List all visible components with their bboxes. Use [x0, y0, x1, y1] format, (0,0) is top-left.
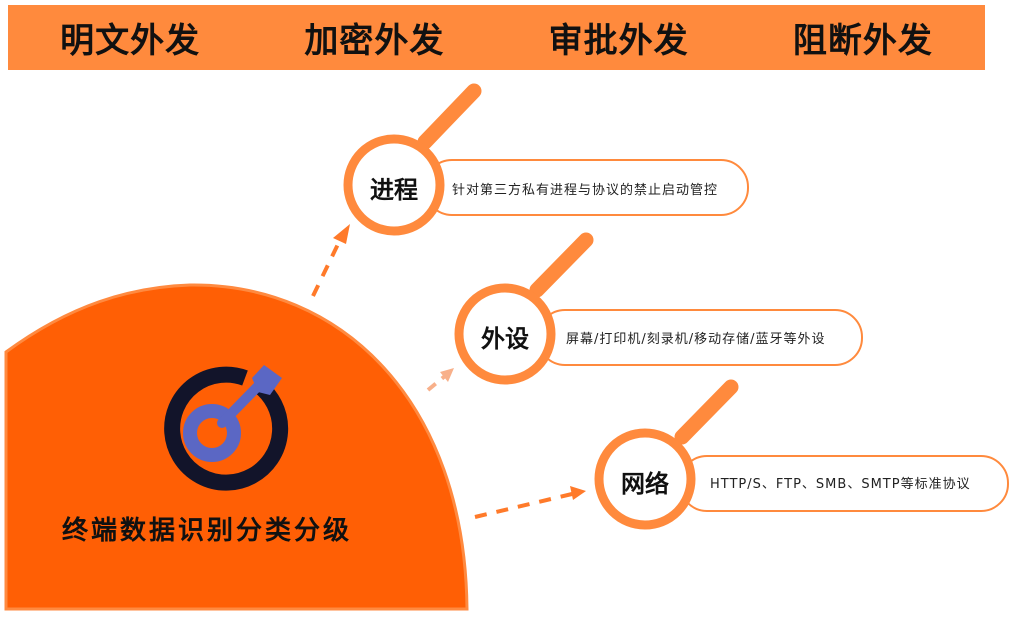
magnifier-ring-1 [343, 134, 445, 236]
node-desc-peripheral: 屏幕/打印机/刻录机/移动存储/蓝牙等外设 [566, 332, 826, 347]
magnifier-ring-3 [594, 428, 696, 530]
arrow-to-process [311, 239, 342, 297]
top-banner: 明文外发 加密外发 审批外发 阻断外发 [8, 5, 985, 70]
arrow-head-peripheral [440, 368, 454, 382]
magnifier-ring-2 [454, 283, 556, 385]
node-label-process: 进程 [370, 176, 418, 204]
node-label-peripheral: 外设 [481, 325, 529, 353]
magnifier-handle-2 [529, 232, 594, 298]
node-desc-process: 针对第三方私有进程与协议的禁止启动管控 [452, 183, 719, 198]
banner-item-plain: 明文外发 [60, 21, 201, 61]
main-title: 终端数据识别分类分级 [62, 516, 353, 546]
node-label-network: 网络 [621, 470, 669, 498]
magnifier-handle-1 [417, 83, 482, 150]
target-arrow-icon [164, 365, 289, 491]
node-desc-network: HTTP/S、FTP、SMB、SMTP等标准协议 [710, 477, 971, 492]
magnifier-handle-3 [674, 379, 739, 445]
banner-item-encrypted: 加密外发 [304, 21, 445, 61]
arrow-to-peripheral [426, 374, 447, 392]
arrow-head-process [333, 224, 350, 244]
arrow-to-network [474, 492, 573, 519]
arrow-head-network [570, 486, 586, 500]
banner-item-approval: 审批外发 [548, 21, 689, 61]
banner-item-block: 阻断外发 [792, 21, 933, 61]
